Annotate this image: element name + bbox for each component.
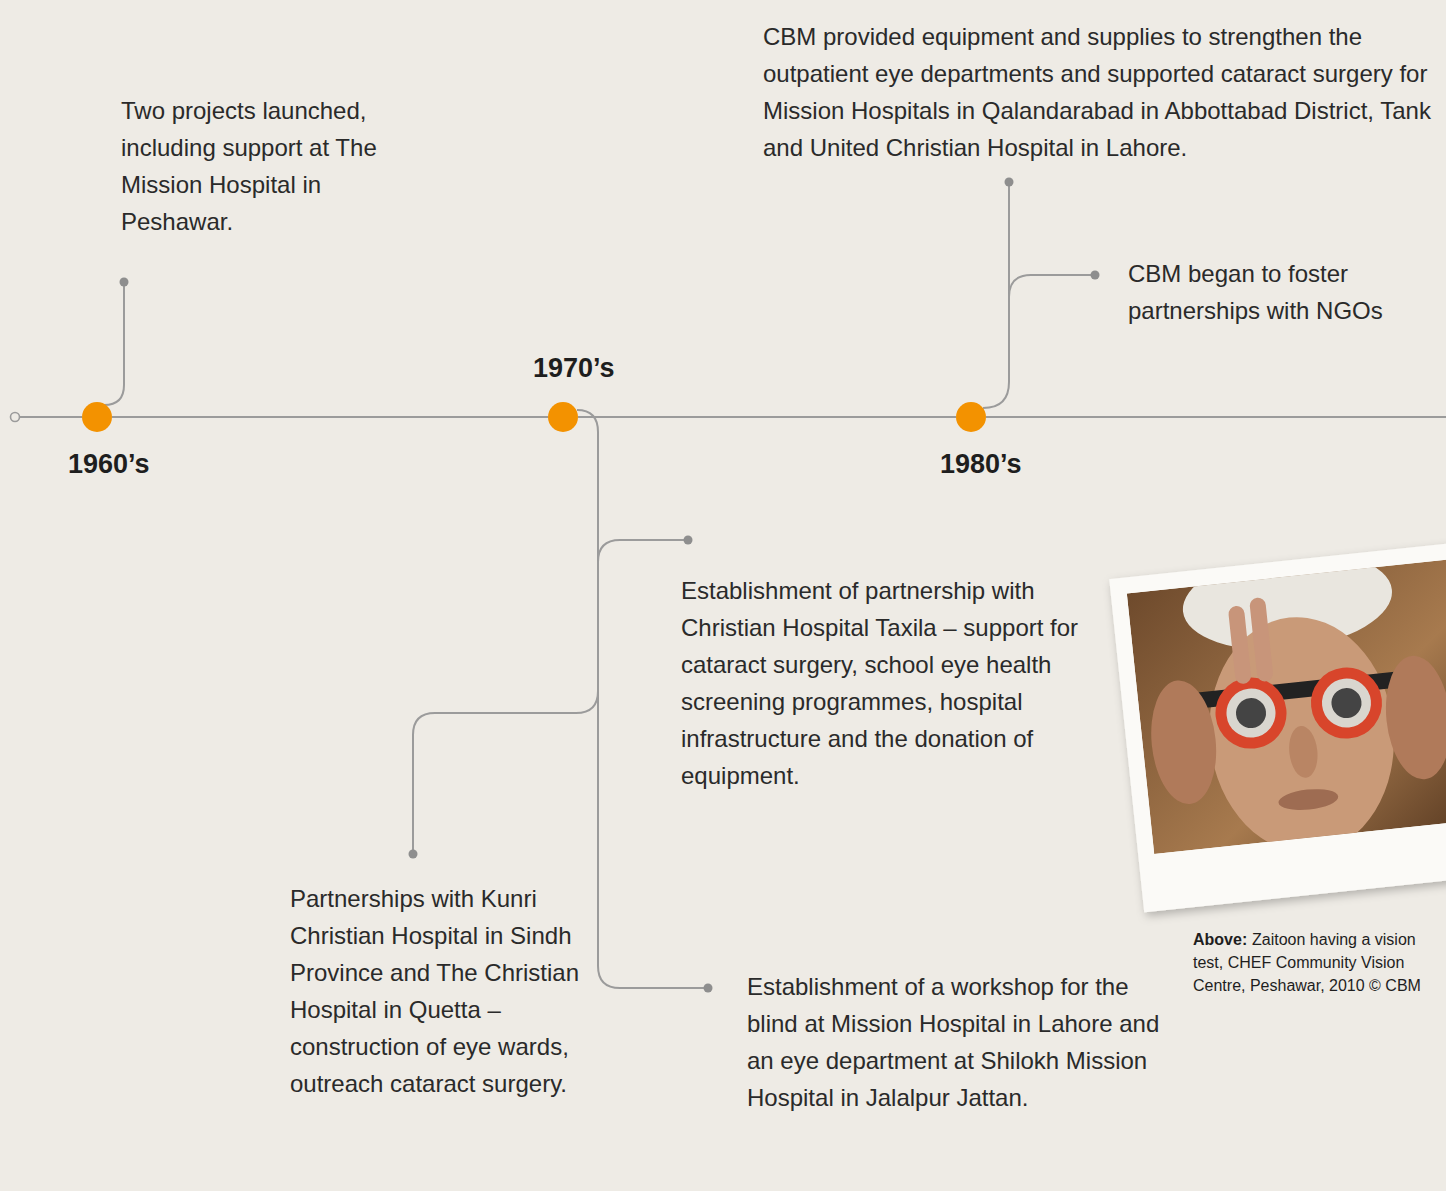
- leader-line: [598, 540, 688, 562]
- face: [1198, 608, 1406, 854]
- trial-lens: [1330, 687, 1363, 720]
- year-wrapper: 1960’s: [68, 448, 150, 480]
- nose: [1287, 725, 1320, 780]
- event-text: Establishment of a workshop for the blin…: [747, 973, 1159, 1111]
- event-text: Establishment of partnership with Christ…: [681, 577, 1078, 789]
- finger: [1249, 597, 1274, 682]
- leader-line: [983, 182, 1009, 408]
- year-wrapper: 1980’s: [940, 448, 1022, 480]
- leader-dot: [409, 850, 418, 859]
- text-block: Establishment of partnership with Christ…: [681, 572, 1101, 794]
- leader-dot: [1091, 271, 1100, 280]
- timeline-edges: [112, 417, 956, 418]
- text-block: Two projects launched, including support…: [121, 92, 421, 240]
- trial-lens: [1314, 670, 1380, 736]
- year-label: 1980’s: [940, 448, 1022, 480]
- leader-dot: [684, 536, 693, 545]
- caption-lead: Above:: [1193, 931, 1247, 948]
- text-block: CBM provided equipment and supplies to s…: [763, 18, 1439, 166]
- year-wrapper: 1970’s: [533, 352, 615, 384]
- leader-line: [413, 691, 598, 854]
- timeline-start: [11, 413, 20, 422]
- mouth: [1277, 786, 1339, 812]
- trial-lens: [1218, 680, 1284, 746]
- event-text: CBM began to foster partnerships with NG…: [1128, 260, 1383, 324]
- hand: [1145, 677, 1222, 807]
- finger: [1228, 605, 1252, 684]
- photo-frame: [1109, 541, 1446, 912]
- text-block: Establishment of a workshop for the blin…: [747, 968, 1177, 1116]
- year-label: 1960’s: [68, 448, 150, 480]
- leader-line: [104, 282, 124, 405]
- photo-image: [1127, 559, 1446, 854]
- timeline-line: [112, 416, 548, 418]
- timeline-dot: 1970’s: [548, 402, 578, 432]
- event-text: Two projects launched, including support…: [121, 97, 377, 235]
- photo: [1108, 533, 1446, 912]
- timeline-line: [986, 416, 1446, 418]
- timeline-dot: 1960’s: [82, 402, 112, 432]
- leader-lines: [104, 178, 1100, 993]
- leader-dot: [1005, 178, 1014, 187]
- leader-dot: [704, 984, 713, 993]
- timeline-line: [578, 416, 956, 418]
- text-block: Above:Zaitoon having a vision test, CHEF…: [1193, 928, 1439, 997]
- timeline-dot: 1980’s: [956, 402, 986, 432]
- year-label: 1970’s: [533, 352, 615, 384]
- hand: [1380, 653, 1446, 783]
- event-text: Partnerships with Kunri Christian Hospit…: [290, 885, 579, 1097]
- leader-line: [1009, 275, 1095, 297]
- event-text: CBM provided equipment and supplies to s…: [763, 23, 1431, 161]
- leader-dot: [120, 278, 129, 287]
- timeline-line: [20, 416, 82, 418]
- text-block: Partnerships with Kunri Christian Hospit…: [290, 880, 585, 1102]
- text-block: CBM began to foster partnerships with NG…: [1128, 255, 1434, 329]
- trial-lens: [1235, 697, 1268, 730]
